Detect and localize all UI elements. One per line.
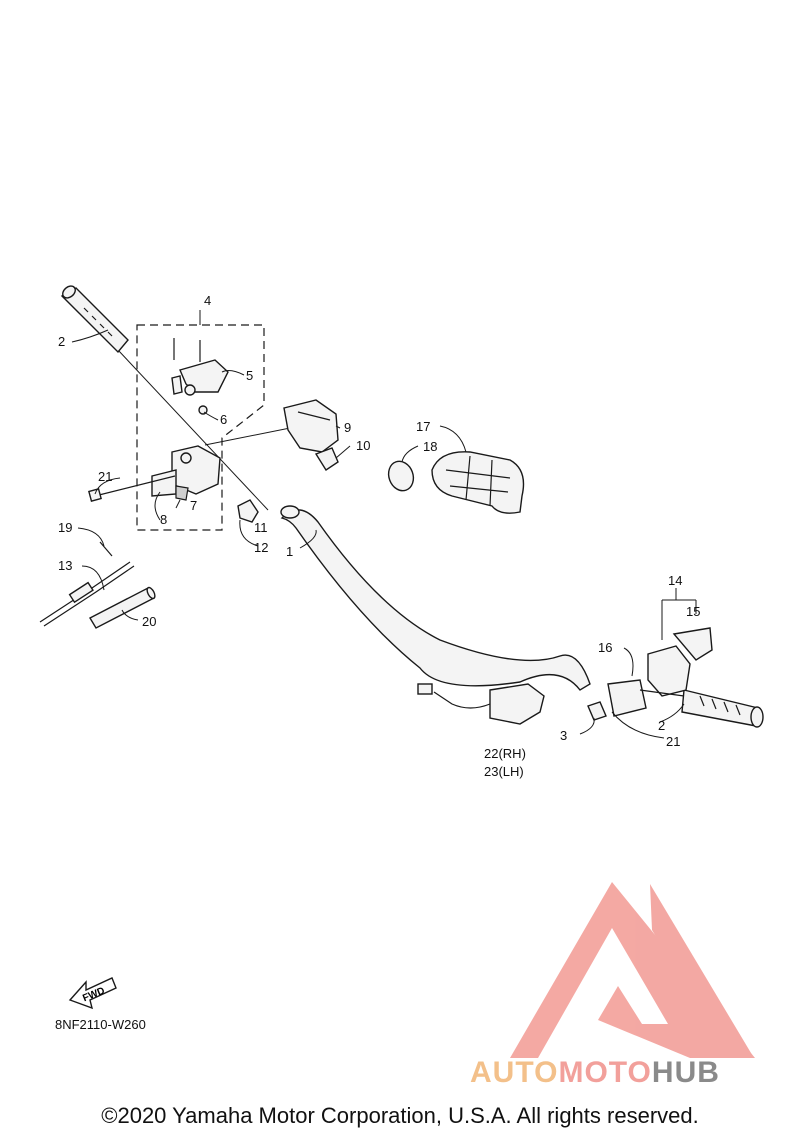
callout-3: 3 [560,728,567,743]
right-switch [607,627,713,717]
leader-lines [71,310,697,739]
brand-moto: MOTO [558,1056,652,1089]
wiring-harness [417,683,545,725]
callout-4: 4 [204,293,211,308]
part-11 [237,499,259,523]
callout-19: 19 [58,520,72,535]
callout-8: 8 [160,512,167,527]
callout-17: 17 [416,419,430,434]
axis-line [117,349,269,511]
sleeve-20 [89,586,156,629]
callout-5: 5 [246,368,253,383]
callout-12: 12 [254,540,268,555]
callout-18: 18 [423,439,437,454]
switch-housing [283,399,339,453]
left-grip [60,285,129,354]
switch-part-10 [314,447,339,471]
callout-13: 13 [58,558,72,573]
fwd-arrow-icon: FWD [68,977,117,1010]
callout-21-left: 21 [98,469,112,484]
assembly-box [136,324,265,531]
collar-3 [587,701,607,721]
master-cylinder [151,445,221,501]
right-grip [681,689,764,728]
cover-17 [431,451,525,514]
cable-end-left [88,488,102,502]
callout-2-right: 2 [658,718,665,733]
handlebar [280,505,591,691]
brand-hub: HUB [651,1056,720,1089]
callout-21-right: 21 [666,734,680,749]
brake-lever-parts [171,338,229,415]
throttle-cable [39,541,135,627]
callout-20: 20 [142,614,156,629]
callout-16: 16 [598,640,612,655]
diagram-code: 8NF2110-W260 [55,1017,146,1032]
watermark-brand: AUTOMOTOHUB [470,1056,720,1090]
callout-1: 1 [286,544,293,559]
copyright-notice: ©2020 Yamaha Motor Corporation, U.S.A. A… [101,1103,699,1128]
callout-2-left: 2 [58,334,65,349]
callout-15: 15 [686,604,700,619]
callout-10: 10 [356,438,370,453]
brand-auto: AUTO [470,1056,559,1089]
callout-6: 6 [220,412,227,427]
cable-left [94,475,176,497]
callout-11: 11 [254,520,268,535]
callout-7: 7 [190,498,197,513]
ring-18 [387,460,415,492]
callout-22-rh: 22(RH) [484,746,526,761]
watermark-logo [510,882,755,1058]
callout-14: 14 [668,573,682,588]
callout-23-lh: 23(LH) [484,764,524,779]
callout-9: 9 [344,420,351,435]
